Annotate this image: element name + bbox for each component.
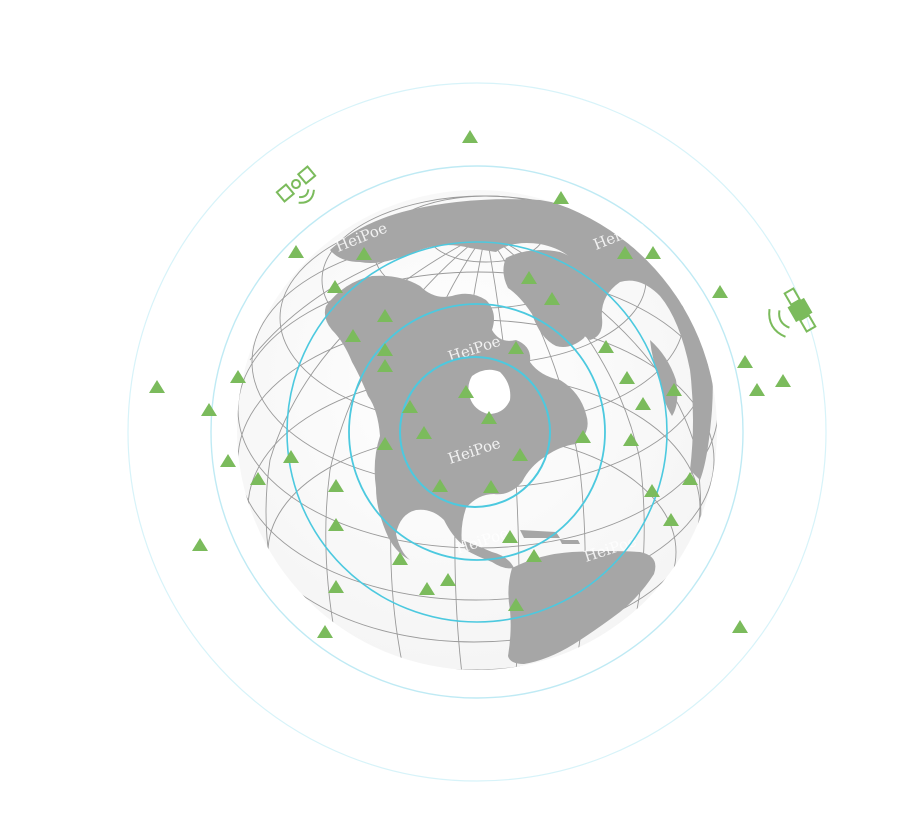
- station-marker-triangle-icon[interactable]: [682, 472, 698, 485]
- station-marker-triangle-icon[interactable]: [508, 598, 524, 611]
- inner-coverage-rings: [286, 241, 668, 623]
- station-markers: [149, 130, 791, 638]
- signal-wave-icon: [299, 189, 310, 199]
- station-marker-triangle-icon[interactable]: [356, 247, 372, 260]
- land-north-america: [324, 275, 588, 560]
- solar-panel-icon: [275, 183, 296, 203]
- station-marker-triangle-icon[interactable]: [149, 380, 165, 393]
- station-marker-triangle-icon[interactable]: [635, 397, 651, 410]
- station-marker-triangle-icon[interactable]: [377, 359, 393, 372]
- station-marker-triangle-icon[interactable]: [526, 549, 542, 562]
- station-marker-triangle-icon[interactable]: [317, 625, 333, 638]
- coverage-ring-second: [210, 165, 744, 699]
- station-marker-triangle-icon[interactable]: [377, 343, 393, 356]
- station-marker-triangle-icon[interactable]: [462, 130, 478, 143]
- station-marker-triangle-icon[interactable]: [328, 479, 344, 492]
- station-marker-triangle-icon[interactable]: [440, 573, 456, 586]
- station-marker-triangle-icon[interactable]: [402, 400, 418, 413]
- station-marker-triangle-icon[interactable]: [432, 479, 448, 492]
- solar-panel-icon: [296, 165, 317, 185]
- coverage-ring-fourth: [348, 303, 606, 561]
- satellite-body-icon: [787, 297, 813, 323]
- station-marker-triangle-icon[interactable]: [623, 433, 639, 446]
- station-marker-triangle-icon[interactable]: [483, 480, 499, 493]
- station-marker-triangle-icon[interactable]: [328, 518, 344, 531]
- station-marker-triangle-icon[interactable]: [663, 513, 679, 526]
- station-marker-triangle-icon[interactable]: [666, 383, 682, 396]
- station-marker-triangle-icon[interactable]: [712, 285, 728, 298]
- station-marker-triangle-icon[interactable]: [377, 437, 393, 450]
- station-marker-triangle-icon[interactable]: [283, 450, 299, 463]
- land-central-america: [462, 540, 514, 569]
- station-marker-triangle-icon[interactable]: [508, 341, 524, 354]
- station-marker-triangle-icon[interactable]: [553, 191, 569, 204]
- signal-wave-icon: [298, 189, 315, 204]
- station-marker-triangle-icon[interactable]: [645, 246, 661, 259]
- station-marker-triangle-icon[interactable]: [737, 355, 753, 368]
- station-marker-triangle-icon[interactable]: [416, 426, 432, 439]
- coverage-ring-third: [286, 241, 668, 623]
- coverage-ring-center: [399, 356, 551, 508]
- station-marker-triangle-icon[interactable]: [328, 580, 344, 593]
- station-marker-triangle-icon[interactable]: [345, 329, 361, 342]
- station-marker-triangle-icon[interactable]: [327, 280, 343, 293]
- left-satellite-icon[interactable]: [275, 165, 325, 213]
- station-marker-triangle-icon[interactable]: [220, 454, 236, 467]
- globe: HeiPoe HeiPoe HeiPoe HeiPoe HeiPoe HeiPo…: [237, 190, 717, 670]
- solar-panel-icon: [783, 287, 802, 307]
- station-marker-triangle-icon[interactable]: [644, 484, 660, 497]
- land-arctic: [330, 199, 713, 480]
- signal-wave-icon: [768, 309, 786, 338]
- station-marker-triangle-icon[interactable]: [619, 371, 635, 384]
- land-europe-edge: [650, 340, 678, 416]
- station-marker-triangle-icon[interactable]: [458, 385, 474, 398]
- station-marker-triangle-icon[interactable]: [392, 552, 408, 565]
- station-marker-triangle-icon[interactable]: [575, 430, 591, 443]
- station-marker-triangle-icon[interactable]: [598, 340, 614, 353]
- station-marker-triangle-icon[interactable]: [775, 374, 791, 387]
- station-marker-triangle-icon[interactable]: [288, 245, 304, 258]
- station-marker-triangle-icon[interactable]: [481, 411, 497, 424]
- station-marker-triangle-icon[interactable]: [377, 309, 393, 322]
- station-marker-triangle-icon[interactable]: [512, 448, 528, 461]
- station-marker-triangle-icon[interactable]: [250, 472, 266, 485]
- satellite-body-icon: [291, 179, 301, 189]
- right-satellite-icon[interactable]: [761, 286, 819, 345]
- landmasses: [324, 199, 713, 664]
- station-marker-triangle-icon[interactable]: [749, 383, 765, 396]
- land-south-america: [508, 551, 656, 664]
- station-marker-triangle-icon[interactable]: [230, 370, 246, 383]
- station-marker-triangle-icon[interactable]: [544, 292, 560, 305]
- land-hudson-bay: [468, 369, 511, 414]
- solar-panel-icon: [798, 313, 817, 333]
- coverage-ring-outer: [127, 82, 827, 782]
- signal-wave-icon: [778, 310, 790, 329]
- coverage-rings: [127, 82, 827, 782]
- station-marker-triangle-icon[interactable]: [502, 530, 518, 543]
- station-marker-triangle-icon[interactable]: [419, 582, 435, 595]
- station-marker-triangle-icon[interactable]: [732, 620, 748, 633]
- station-marker-triangle-icon[interactable]: [192, 538, 208, 551]
- station-marker-triangle-icon[interactable]: [201, 403, 217, 416]
- station-marker-triangle-icon[interactable]: [521, 271, 537, 284]
- station-marker-triangle-icon[interactable]: [617, 246, 633, 259]
